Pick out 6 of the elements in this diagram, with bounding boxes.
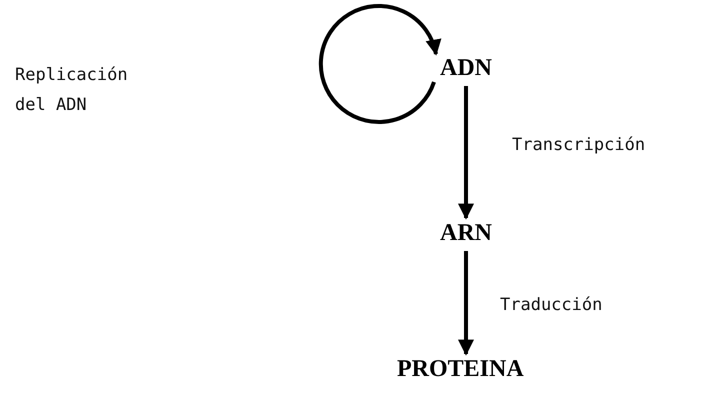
loop-arrow [318,4,440,124]
arrow [458,86,474,220]
arrow [458,251,474,356]
molecule-label: ARN [440,221,492,245]
molecule-label: ADN [440,56,492,80]
molecule-label: PROTEINA [397,357,524,381]
